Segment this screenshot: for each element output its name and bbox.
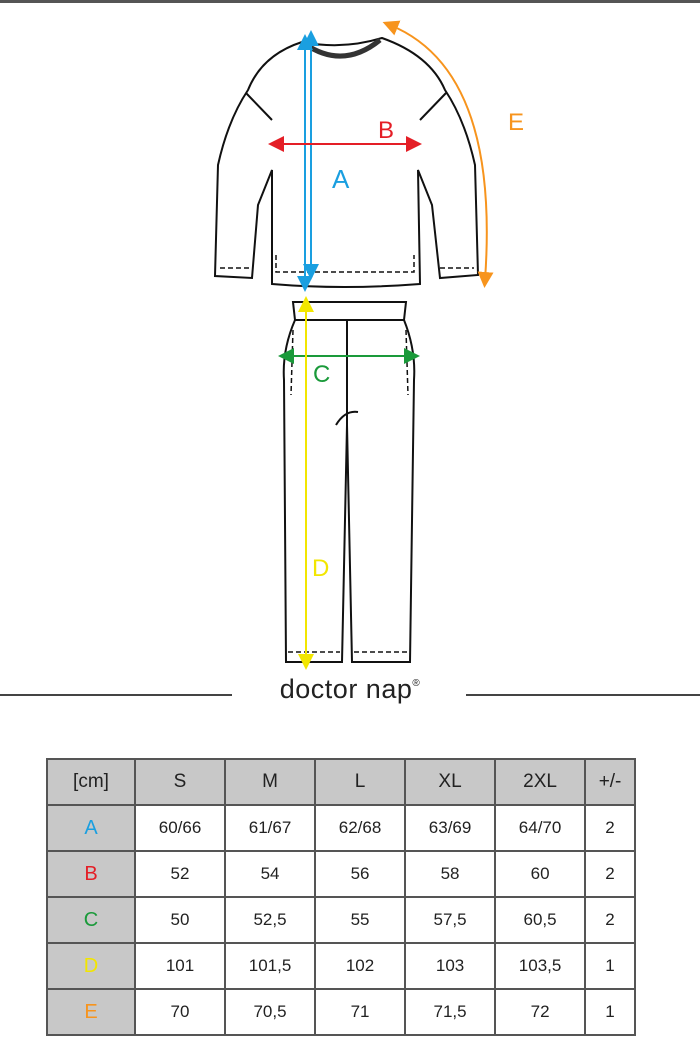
tolerance-header: +/- <box>584 758 636 806</box>
table-row: E 70 70,5 71 71,5 72 1 <box>46 988 636 1036</box>
cell: 52 <box>133 850 227 898</box>
size-header: XL <box>404 758 497 806</box>
table-row: A 60/66 61/67 62/68 63/69 64/70 2 <box>46 804 636 852</box>
cell: 62/68 <box>314 804 407 852</box>
cell: 71,5 <box>404 988 497 1036</box>
cell: 64/70 <box>494 804 587 852</box>
row-label: C <box>46 896 136 944</box>
top-border <box>0 0 700 3</box>
cell: 2 <box>584 850 636 898</box>
cell: 103,5 <box>494 942 587 990</box>
label-d: D <box>312 555 329 582</box>
cell: 70 <box>133 988 227 1036</box>
cell: 52,5 <box>224 896 317 944</box>
cell: 70,5 <box>224 988 317 1036</box>
cell: 1 <box>584 942 636 990</box>
cell: 72 <box>494 988 587 1036</box>
cell: 50 <box>133 896 227 944</box>
size-header: S <box>133 758 227 806</box>
cell: 2 <box>584 804 636 852</box>
cell: 1 <box>584 988 636 1036</box>
label-c: C <box>313 361 330 388</box>
label-e: E <box>508 109 524 136</box>
brand-row: doctor nap® <box>0 672 700 716</box>
unit-header: [cm] <box>46 758 136 806</box>
divider-left <box>0 694 232 696</box>
cell: 60,5 <box>494 896 587 944</box>
cell: 101,5 <box>224 942 317 990</box>
cell: 58 <box>404 850 497 898</box>
cell: 54 <box>224 850 317 898</box>
cell: 61/67 <box>224 804 317 852</box>
cell: 102 <box>314 942 407 990</box>
row-label: D <box>46 942 136 990</box>
label-b: B <box>378 117 394 144</box>
table-row: B 52 54 56 58 60 2 <box>46 850 636 898</box>
cell: 56 <box>314 850 407 898</box>
garment-diagram: A B C D E <box>213 20 524 670</box>
cell: 2 <box>584 896 636 944</box>
row-label: A <box>46 804 136 852</box>
row-label: B <box>46 850 136 898</box>
row-label: E <box>46 988 136 1036</box>
table-header-row: [cm] S M L XL 2XL +/- <box>46 758 636 806</box>
divider-right <box>466 694 700 696</box>
cell: 71 <box>314 988 407 1036</box>
cell: 55 <box>314 896 407 944</box>
cell: 57,5 <box>404 896 497 944</box>
cell: 60/66 <box>133 804 227 852</box>
cell: 60 <box>494 850 587 898</box>
table-row: D 101 101,5 102 103 103,5 1 <box>46 942 636 990</box>
brand-logo: doctor nap® <box>279 674 421 704</box>
size-header: L <box>314 758 407 806</box>
cell: 63/69 <box>404 804 497 852</box>
size-table: [cm] S M L XL 2XL +/- A 60/66 61/67 62/6… <box>46 758 636 1036</box>
size-header: 2XL <box>494 758 587 806</box>
table-row: C 50 52,5 55 57,5 60,5 2 <box>46 896 636 944</box>
cell: 103 <box>404 942 497 990</box>
arrow-e <box>382 20 494 288</box>
cell: 101 <box>133 942 227 990</box>
label-a: A <box>332 164 350 194</box>
size-header: M <box>224 758 317 806</box>
sweatshirt-illustration <box>213 36 480 288</box>
